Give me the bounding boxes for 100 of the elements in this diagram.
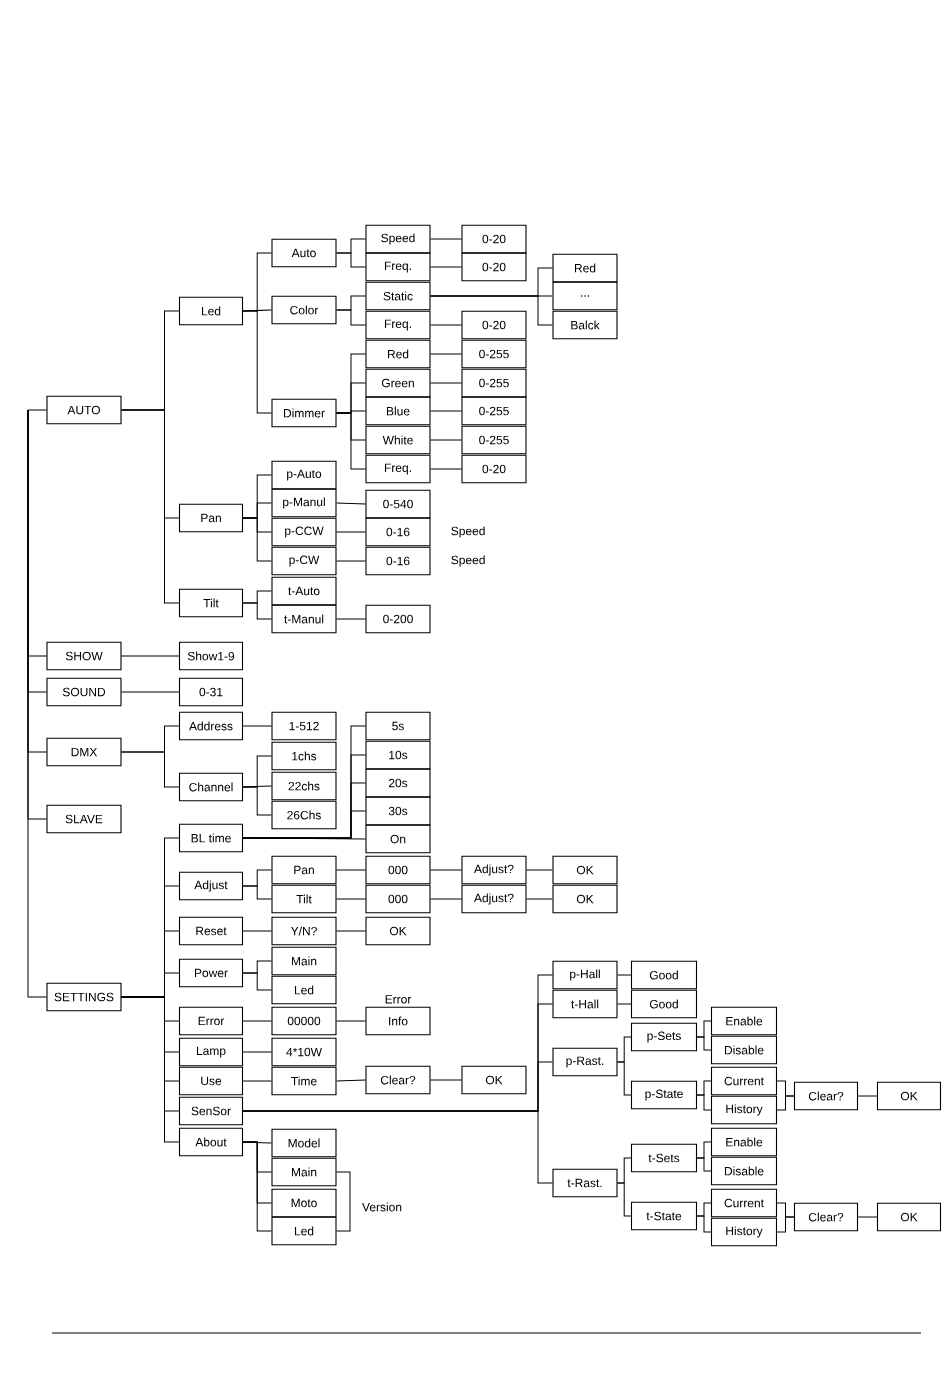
connector (336, 252, 366, 268)
menu-box: Adjust? (461, 884, 527, 914)
menu-box: t-Hall (552, 989, 618, 1019)
menu-box: Lamp (178, 1037, 244, 1067)
menu-box: 4*10W (271, 1037, 337, 1067)
menu-box: Current (710, 1188, 778, 1218)
menu-box: Freq. (365, 454, 431, 484)
menu-box: 1-512 (271, 711, 337, 741)
menu-box: SOUND (46, 677, 122, 707)
menu-box: 22chs (271, 771, 337, 801)
connector (336, 930, 366, 932)
connector (776, 1216, 795, 1233)
menu-box: OK (876, 1081, 942, 1111)
menu-box: 000 (365, 855, 431, 885)
connector (121, 691, 180, 693)
menu-box: Disable (710, 1035, 778, 1065)
menu-box: 0-255 (461, 368, 527, 398)
connector (242, 972, 272, 991)
connector (242, 837, 366, 840)
connector (430, 238, 462, 240)
connector (336, 560, 366, 562)
connector (336, 898, 366, 900)
connector (617, 1003, 632, 1005)
connector (617, 974, 632, 976)
menu-box: Speed (365, 224, 431, 254)
menu-box: t-Rast. (552, 1168, 618, 1198)
menu-box: Led (271, 975, 337, 1005)
connector (121, 655, 180, 657)
menu-box: Show1-9 (178, 641, 244, 671)
connector (336, 1079, 366, 1082)
menu-box: Led (271, 1216, 337, 1246)
menu-box: 20s (365, 768, 431, 798)
menu-box: History (710, 1217, 778, 1247)
menu-box: 10s (365, 740, 431, 770)
beside-text: Speed (451, 555, 485, 567)
menu-box: Error (178, 1006, 244, 1036)
menu-box: 0-255 (461, 339, 527, 369)
menu-box: Main (271, 946, 337, 976)
connector (336, 869, 366, 871)
menu-box: Power (178, 958, 244, 988)
menu-box: Freq. (365, 252, 431, 282)
connector (242, 1080, 272, 1082)
connector (430, 869, 462, 871)
beside-text: Speed (451, 526, 485, 538)
menu-box: Freq. (365, 310, 431, 340)
menu-box: 0-16 (365, 546, 431, 576)
menu-box: 30s (365, 796, 431, 826)
menu-box: p-CW (271, 546, 337, 576)
connector (242, 602, 272, 620)
menu-box: 0-20 (461, 224, 527, 254)
menu-box: 0-540 (365, 489, 431, 519)
connector (430, 439, 462, 441)
connector (336, 309, 366, 326)
connector (776, 1095, 795, 1111)
menu-box: 0-20 (461, 454, 527, 484)
menu-box: 0-255 (461, 425, 527, 455)
menu-box: AUTO (46, 395, 122, 425)
menu-box: p-Hall (552, 960, 618, 990)
menu-box: OK (461, 1065, 527, 1095)
connector (336, 412, 366, 470)
menu-box: Main (271, 1157, 337, 1187)
connector (242, 1110, 553, 1184)
connector (430, 295, 553, 326)
menu-box: Dimmer (271, 398, 337, 428)
menu-box: Enable (710, 1127, 778, 1157)
menu-box: Time (271, 1066, 337, 1096)
menu-box: DMX (46, 737, 122, 767)
connector (430, 266, 462, 268)
connector (242, 517, 272, 562)
menu-box: t-Manul (271, 604, 337, 634)
menu-box: Tilt (271, 884, 337, 914)
menu-box: Model (271, 1128, 337, 1158)
connector (430, 410, 462, 412)
menu-box: 26Chs (271, 800, 337, 830)
menu-box: 1chs (271, 741, 337, 771)
menu-box: Good (630, 960, 698, 990)
menu-box: p-State (630, 1080, 698, 1110)
connector (526, 869, 553, 871)
menu-box: Info (365, 1006, 431, 1036)
menu-box: Red (552, 253, 618, 283)
menu-box: ... (552, 281, 618, 311)
menu-box: Pan (178, 503, 244, 533)
note-text: Version (362, 1202, 402, 1212)
menu-box: SHOW (46, 641, 122, 671)
menu-box: Color (271, 295, 337, 325)
connector (242, 1020, 272, 1022)
menu-box: OK (876, 1202, 942, 1232)
menu-box: Current (710, 1066, 778, 1096)
connector (121, 409, 180, 604)
menu-box: BL time (178, 823, 244, 853)
connector (430, 898, 462, 900)
menu-box: 0-200 (365, 604, 431, 634)
menu-box: Reset (178, 916, 244, 946)
menu-box: Red (365, 339, 431, 369)
menu-box: SLAVE (46, 804, 122, 834)
menu-box: Blue (365, 396, 431, 426)
menu-box: Balck (552, 310, 618, 340)
connector (430, 324, 462, 326)
connector (696, 1094, 712, 1111)
connector (336, 531, 366, 533)
